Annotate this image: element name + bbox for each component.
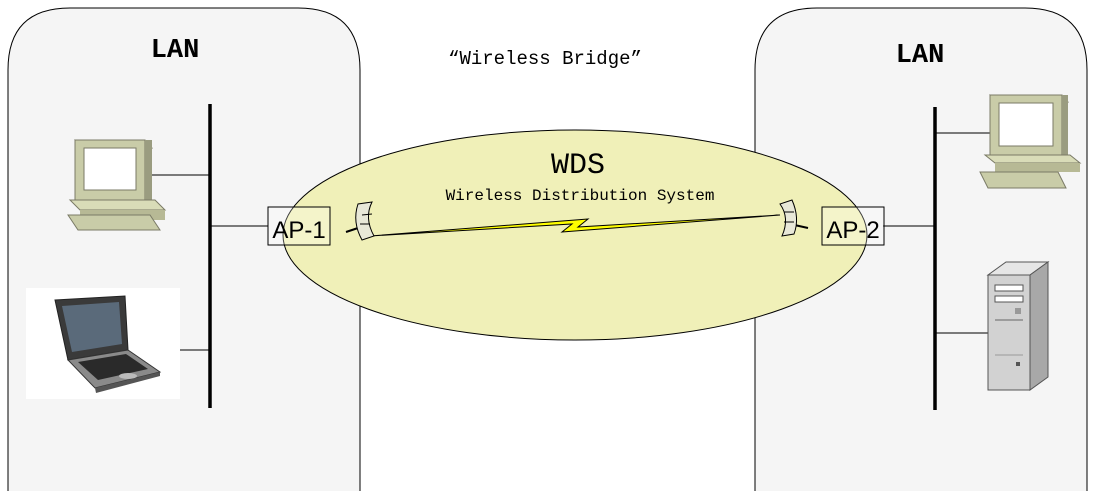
desktop-computer-icon (67, 139, 167, 231)
ap2-box (821, 206, 885, 246)
ap1-box (267, 206, 331, 246)
bridge-caption: “Wireless Bridge” (448, 48, 642, 70)
antenna-icon (345, 201, 375, 241)
laptop-icon (54, 295, 162, 393)
desktop-computer-icon (979, 94, 1082, 189)
tower-server-icon (986, 261, 1050, 391)
right-lan-title: LAN (896, 41, 945, 71)
ap2-label: AP-2 (826, 217, 879, 244)
antenna-icon (779, 199, 809, 237)
wds-title: WDS (551, 149, 605, 183)
left-lan-title: LAN (151, 36, 200, 66)
wireless-link-bolt (369, 214, 781, 237)
ap1-label: AP-1 (272, 217, 325, 244)
wds-subtitle: Wireless Distribution System (446, 187, 715, 205)
wds-ellipse (282, 129, 868, 341)
